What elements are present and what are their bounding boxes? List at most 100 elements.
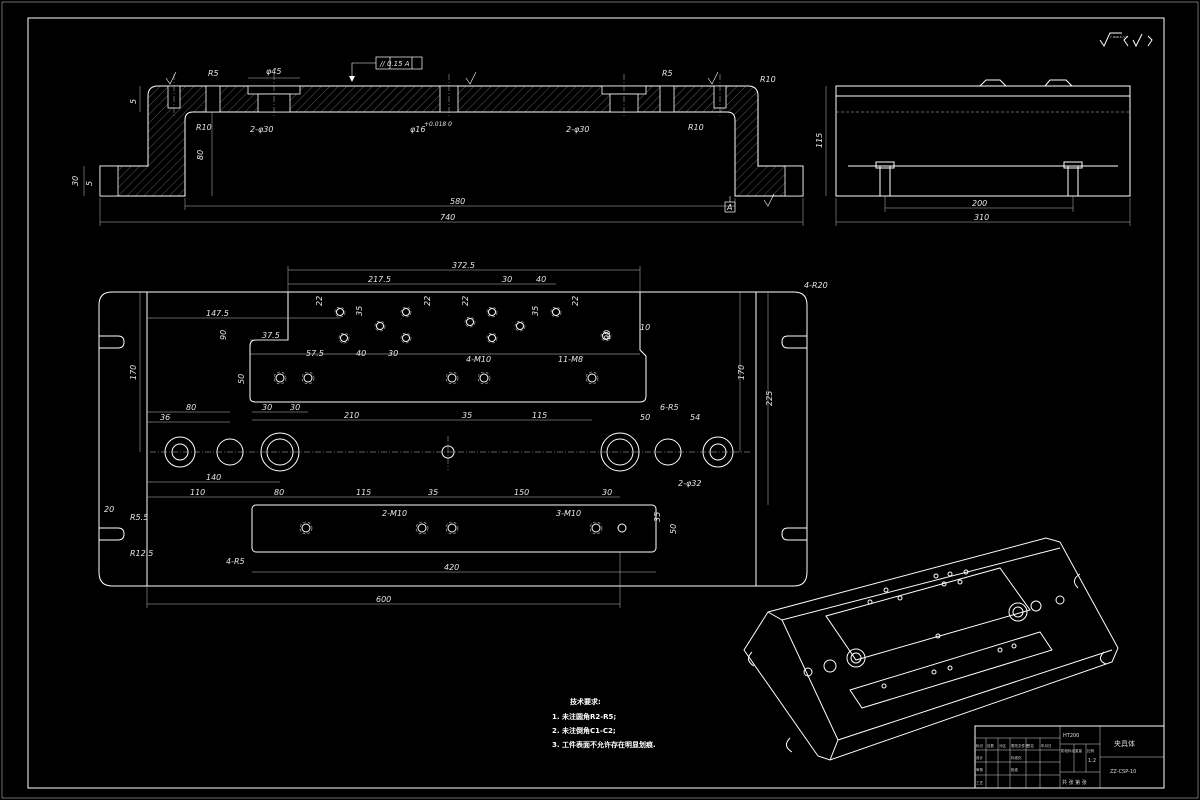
isometric-view — [743, 537, 1119, 761]
dim-225: 225 — [765, 391, 774, 406]
side-view-body — [835, 85, 1131, 197]
top-view-plate — [98, 291, 808, 587]
dim-147-5: 147.5 — [206, 309, 229, 318]
dim-22-d: 22 — [571, 296, 580, 306]
datum-a: A — [724, 196, 736, 213]
dim-5-left: 5 — [85, 181, 94, 186]
dim-80: 80 — [196, 150, 205, 160]
tb-label-approve: 批准 — [1011, 767, 1019, 772]
notes-item-1: 1. 未注圆角R2-R5; — [552, 712, 616, 721]
dim-110: 110 — [190, 488, 205, 497]
tb-label-sign: 签名 — [1027, 743, 1034, 748]
dim-30-c: 30 — [262, 403, 272, 412]
dim-200: 200 — [972, 199, 987, 208]
lower-slot — [251, 504, 657, 553]
label-2-phi32: 2-φ32 — [678, 479, 701, 488]
roughness-symbol: √ Ra6.3 (√) — [1099, 32, 1153, 48]
dim-170-left: 170 — [129, 365, 138, 380]
dim-35-d: 35 — [428, 488, 438, 497]
dim-20: 20 — [104, 505, 114, 514]
dim-35-b: 35 — [531, 306, 540, 316]
tb-label-design: 设计 — [976, 755, 984, 760]
dim-90-right: 90 — [603, 330, 612, 340]
parallelism-tolerance: // 0.15 A — [349, 56, 423, 82]
title-block: HT200 夹具体 ZZ-CSP-10 1:2 共 张 第 张 标记 处数 分区… — [974, 725, 1165, 789]
dim-372-5: 372.5 — [452, 261, 475, 270]
dim-310: 310 — [974, 213, 989, 222]
dim-140: 140 — [206, 473, 221, 482]
dim-50-c: 50 — [669, 524, 678, 534]
dim-217-5: 217.5 — [368, 275, 391, 284]
tb-label-date: 年月日 — [1041, 743, 1052, 748]
dim-580: 580 — [450, 197, 465, 206]
dim-30-e: 30 — [602, 488, 612, 497]
dim-420: 420 — [444, 563, 459, 572]
dim-50-b: 50 — [640, 413, 650, 422]
dim-phi16: φ16 — [410, 125, 425, 134]
notes-title: 技术要求: — [570, 697, 601, 706]
dim-57-5: 57.5 — [306, 349, 324, 358]
roughness-symbol-label: √ Ra6.3 (√) — [1110, 35, 1127, 39]
dim-35-a: 35 — [355, 306, 364, 316]
dim-22-a: 22 — [315, 296, 324, 306]
label-2-m10: 2-M10 — [382, 509, 407, 518]
dim-phi45: φ45 — [266, 67, 281, 76]
side-view: 200 310 115 — [815, 79, 1131, 226]
label-3-m10: 3-M10 — [556, 509, 581, 518]
dim-r12-5: R12.5 — [130, 549, 153, 558]
tb-label-standard: 标准化 — [1011, 755, 1022, 760]
inner-frame — [27, 17, 1165, 789]
dim-30-d: 30 — [290, 403, 300, 412]
dim-2phi30-right: 2-φ30 — [566, 125, 589, 134]
notes-item-3: 3. 工件表面不允许存在明显划痕. — [552, 740, 656, 749]
dim-600: 600 — [376, 595, 391, 604]
dim-210: 210 — [344, 411, 359, 420]
notes-item-2: 2. 未注倒角C1-C2; — [552, 726, 616, 735]
dim-40-top: 40 — [536, 275, 546, 284]
dim-36: 36 — [160, 413, 170, 422]
dim-10: 10 — [640, 323, 650, 332]
dim-35-e: 35 — [653, 512, 662, 522]
top-view: 372.5 217.5 30 40 147.5 37.5 57.5 40 30 … — [98, 261, 828, 608]
tb-label-change: 更改文件号 — [1011, 743, 1029, 748]
dim-22-c: 22 — [461, 296, 470, 306]
label-11-m8: 11-M8 — [558, 355, 583, 364]
m8-holes — [334, 306, 612, 344]
title-block-material: HT200 — [1063, 733, 1079, 739]
dim-r5-5: R5.5 — [130, 513, 148, 522]
title-block-sheet: 共 张 第 张 — [1062, 779, 1087, 786]
dim-4-r5: 4-R5 — [226, 557, 245, 566]
dim-6-r5: 6-R5 — [660, 403, 679, 412]
tb-label-scale: 比例 — [1087, 748, 1095, 753]
dim-r10-right: R10 — [688, 123, 704, 132]
tb-label-weight: 重量 — [1075, 748, 1083, 753]
dim-115-a: 115 — [532, 411, 547, 420]
tb-label-process: 工艺 — [976, 780, 984, 785]
m10-holes — [273, 371, 627, 535]
dim-150: 150 — [514, 488, 529, 497]
title-block-part-name: 夹具体 — [1114, 739, 1135, 748]
parallelism-tolerance-text: // 0.15 A — [379, 60, 410, 68]
technical-notes: 技术要求: 1. 未注圆角R2-R5; 2. 未注倒角C1-C2; 3. 工件表… — [552, 697, 656, 749]
dim-90-left: 90 — [219, 330, 228, 340]
dim-54: 54 — [690, 413, 700, 422]
dim-5-top: 5 — [129, 99, 138, 104]
tb-label-stage: 阶段标记 — [1061, 748, 1076, 753]
tb-label-count: 处数 — [987, 743, 995, 748]
dim-40-mid: 40 — [356, 349, 366, 358]
dim-22-b: 22 — [423, 296, 432, 306]
label-4-m10: 4-M10 — [466, 355, 491, 364]
dim-37-5: 37.5 — [262, 331, 280, 340]
dim-80-b: 80 — [274, 488, 284, 497]
datum-a-label: A — [726, 203, 732, 212]
tb-label-review: 审核 — [976, 767, 984, 772]
title-block-scale: 1:2 — [1088, 758, 1096, 764]
dim-phi16-tolerance: +0.018 0 — [424, 121, 452, 128]
dim-4-r20: 4-R20 — [804, 281, 828, 290]
dim-170-right: 170 — [737, 365, 746, 380]
dim-115-side: 115 — [815, 133, 824, 148]
dim-30-mid: 30 — [388, 349, 398, 358]
dim-30-top: 30 — [502, 275, 512, 284]
dim-50-left: 50 — [237, 374, 246, 384]
